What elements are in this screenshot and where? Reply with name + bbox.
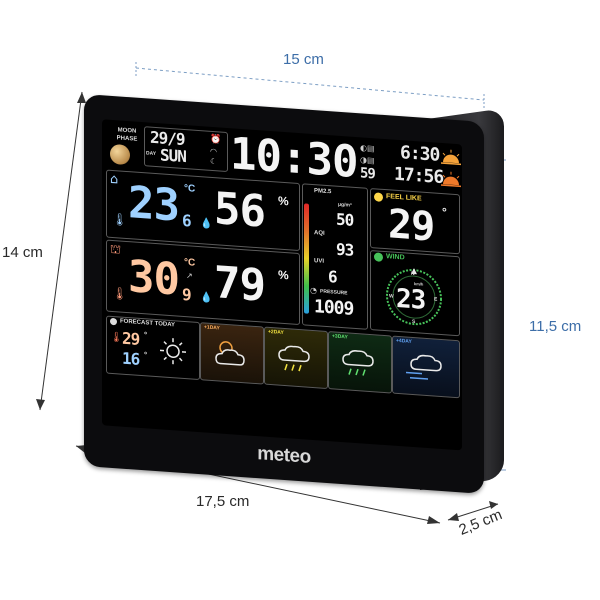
indoor-humidity: 56 <box>214 183 265 238</box>
feels-like-unit: ° <box>442 205 447 220</box>
indoor-temp: 23 <box>128 177 179 232</box>
uvi-value: 6 <box>328 267 337 287</box>
outdoor-humidity: 79 <box>214 257 265 312</box>
forecast-day-3-label: +3DAY <box>332 333 348 341</box>
forecast-high-unit: ° <box>144 330 148 340</box>
indoor-humidity-unit: % <box>278 193 289 209</box>
sun-icon <box>160 338 186 365</box>
outdoor-temp-decimal: 9 <box>182 284 191 305</box>
indoor-temp-decimal: 6 <box>182 210 191 231</box>
trend-arrow-icon: ↗ <box>186 271 193 281</box>
outdoor-humidity-unit: % <box>278 267 289 283</box>
showers-icon <box>342 350 374 376</box>
droplet-indoor-icon: 💧 <box>200 218 213 230</box>
outdoor-icon: ⛫ <box>110 241 122 257</box>
pressure-value: 1009 <box>314 296 354 320</box>
forecast-day-1-label: +1DAY <box>204 324 220 332</box>
day-label: DAY <box>146 150 157 158</box>
compass-e: E <box>434 296 438 303</box>
wind-compass <box>386 268 442 326</box>
bottom-width-label: 17,5 cm <box>196 493 250 510</box>
fog-icon <box>406 354 442 380</box>
wind-speed: 23 <box>396 283 426 316</box>
pm25-value: 50 <box>336 209 354 230</box>
sunset-time: 17:56 <box>394 163 444 189</box>
wind-label: WIND <box>386 253 405 262</box>
forecast-thermo-icon: 🌡 <box>110 331 123 344</box>
clock-seconds: 59 <box>360 165 375 183</box>
moon-phase-label: MOON PHASE <box>116 127 138 143</box>
moon-icon <box>110 143 130 166</box>
display-screen: MOON PHASE 29/9 DAY SUN ⏰ ◠ ☾ 10:30 ◐▤ ◑… <box>102 119 462 451</box>
air-quality-scale <box>304 203 309 314</box>
forecast-low-unit: ° <box>144 350 148 360</box>
rain-icon <box>278 345 310 372</box>
sunset-icon <box>441 171 461 188</box>
partly-cloudy-icon <box>215 341 245 366</box>
compass-s: S <box>412 318 416 326</box>
compass-w: W <box>389 293 394 300</box>
thermometer-indoor-icon: 🌡 <box>112 211 128 228</box>
forecast-low: 16 <box>122 348 140 369</box>
pm-unit: μg/m³ <box>338 201 352 209</box>
moon-small-icon: ☾ <box>210 156 218 167</box>
right-height-label: 11,5 cm <box>529 318 582 335</box>
aqi-value: 93 <box>336 239 354 260</box>
feels-like-value: 29 <box>388 201 435 251</box>
dst-icon: ◐▤ <box>360 143 375 154</box>
uvi-label: UVI <box>314 258 325 265</box>
pm25-label: PM2.5 <box>314 188 332 196</box>
forecast-day-4-label: +4DAY <box>396 337 412 345</box>
sunrise-icon <box>441 149 461 166</box>
wind-icon <box>374 252 383 262</box>
forecast-icon <box>110 317 117 326</box>
pressure-icon: ◔ <box>310 285 317 296</box>
aqi-label: AQI <box>314 230 325 237</box>
top-width-label: 15 cm <box>283 51 324 68</box>
rcc-icon: ◑▤ <box>360 155 375 166</box>
indoor-temp-unit: °C <box>184 182 196 195</box>
forecast-high: 29 <box>122 328 140 349</box>
compass-n: N <box>411 270 415 278</box>
outdoor-temp: 30 <box>128 251 179 306</box>
sunrise-time: 6:30 <box>400 142 440 166</box>
height-label: 14 cm <box>2 244 43 261</box>
weather-station: MOON PHASE 29/9 DAY SUN ⏰ ◠ ☾ 10:30 ◐▤ ◑… <box>84 94 484 494</box>
outdoor-temp-unit: °C <box>184 256 196 269</box>
feels-like-icon <box>374 192 383 202</box>
alarm-icon: ⏰ <box>210 134 222 146</box>
thermometer-outdoor-icon: 🌡 <box>112 285 128 302</box>
weekday: SUN <box>160 145 186 167</box>
forecast-day-2-label: +2DAY <box>268 328 284 336</box>
droplet-outdoor-icon: 💧 <box>200 292 213 304</box>
wifi-icon: ◠ <box>210 146 217 157</box>
home-icon: ⌂ <box>110 171 119 188</box>
